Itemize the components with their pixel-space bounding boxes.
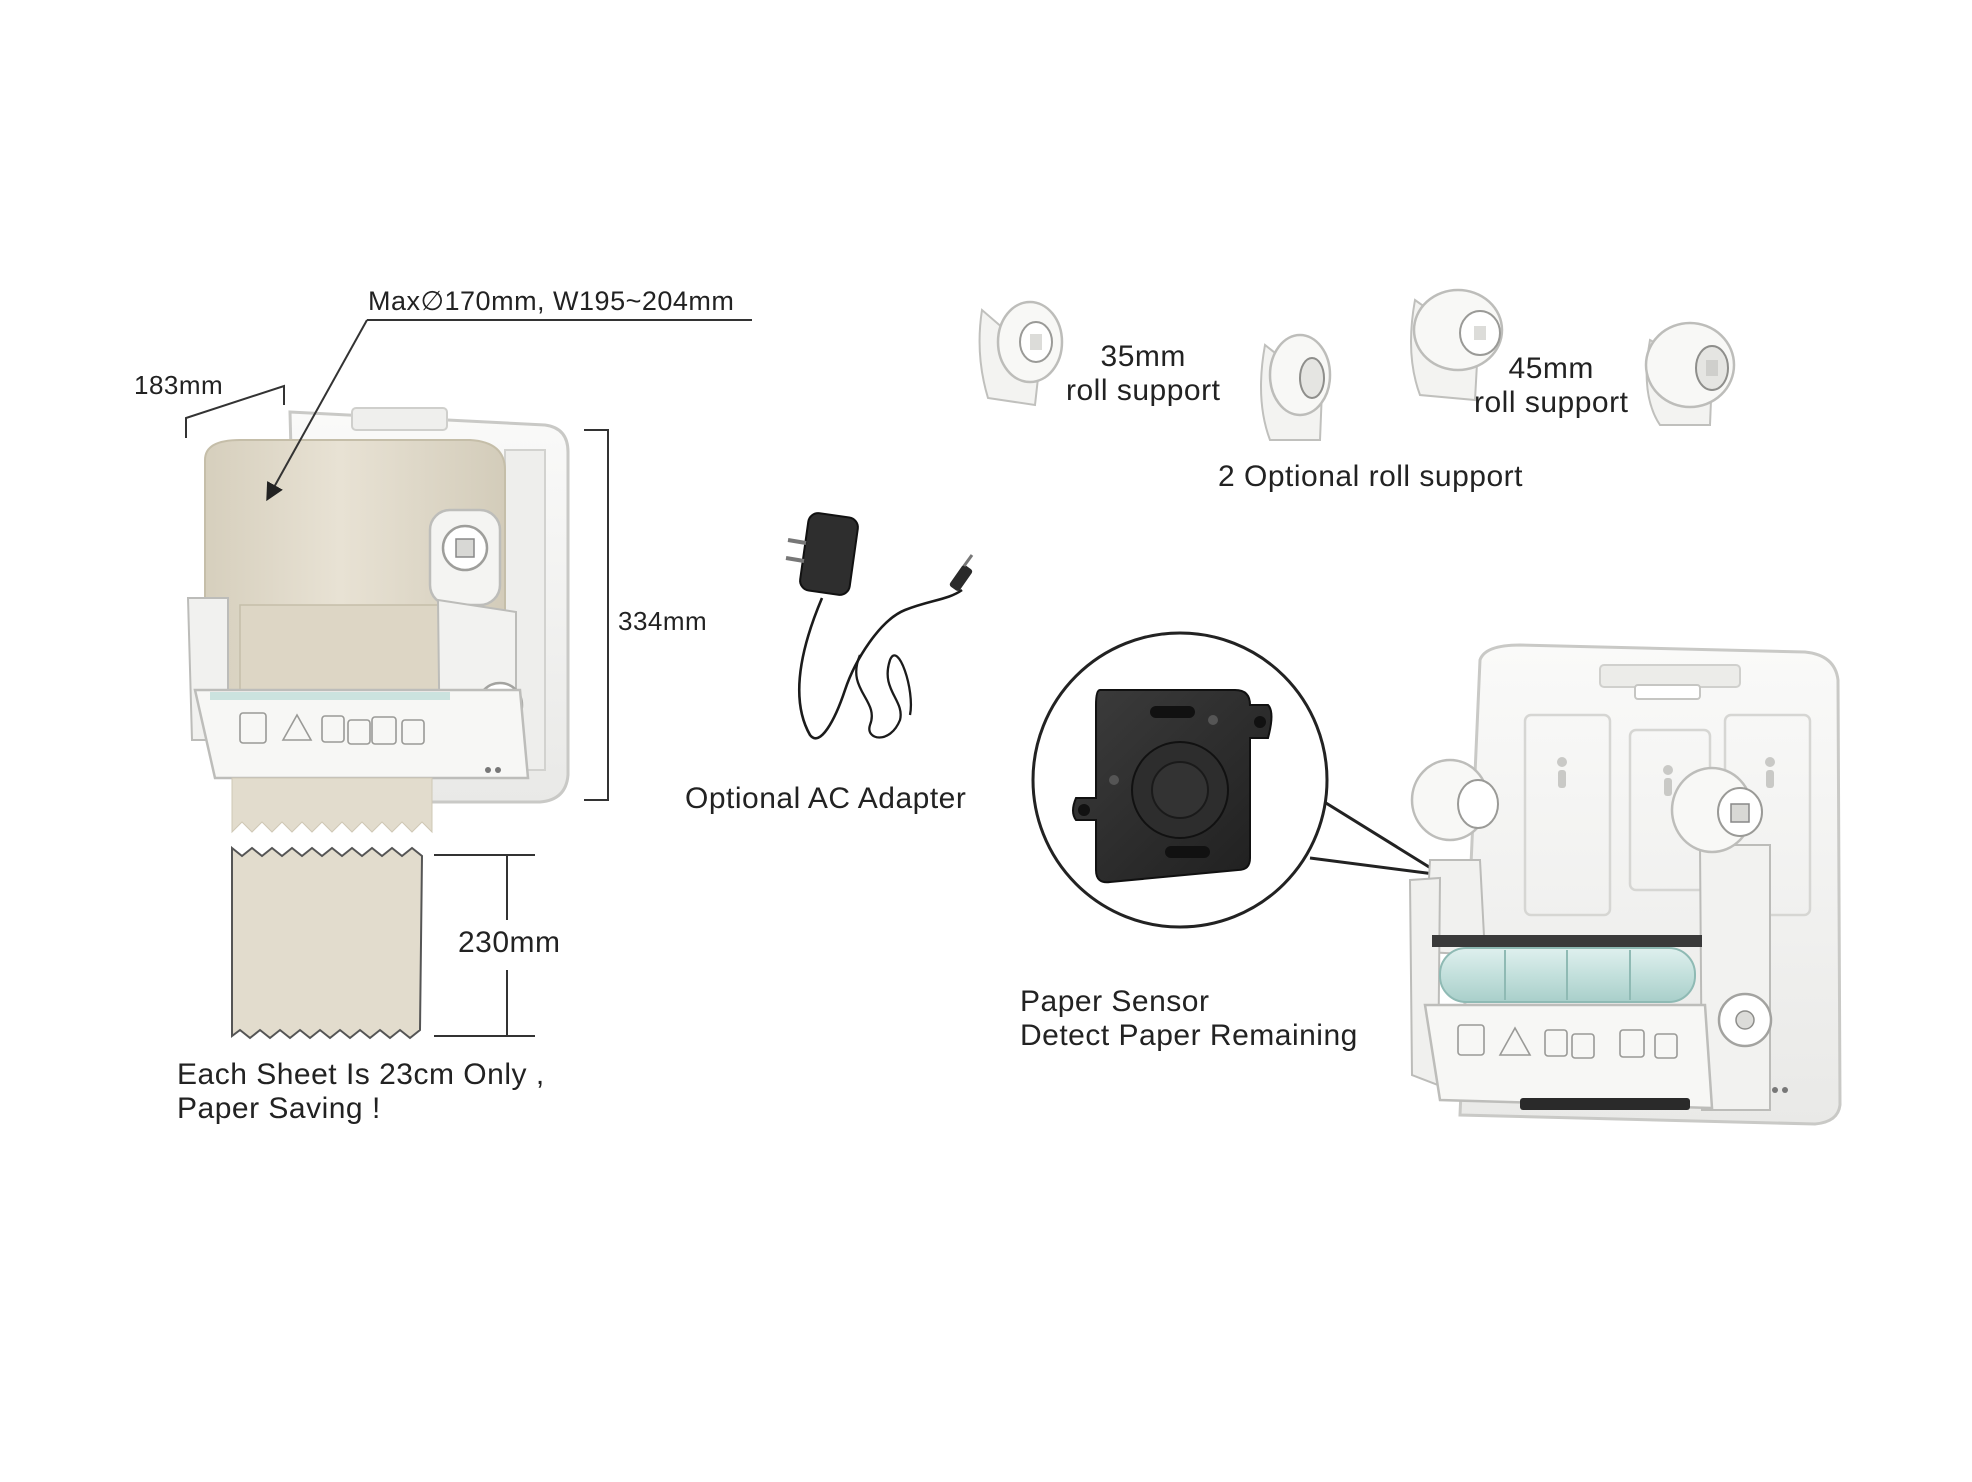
roll-spec-leader bbox=[266, 319, 752, 502]
sheet-caption: Each Sheet Is 23cm Only , Paper Saving ! bbox=[177, 1058, 545, 1126]
paper-sheet bbox=[231, 845, 424, 1040]
height-label: 334mm bbox=[618, 606, 708, 636]
roll-spec-label: Max∅170mm, W195~204mm bbox=[368, 286, 735, 316]
roll-support-45-left bbox=[1410, 288, 1504, 402]
ac-adapter-icon bbox=[785, 512, 974, 740]
dispenser-open bbox=[1408, 643, 1842, 1126]
sheet-length-dimension bbox=[434, 854, 535, 1037]
roll-support-45-label: 45mm roll support bbox=[1474, 352, 1628, 420]
ac-adapter-label: Optional AC Adapter bbox=[685, 782, 967, 815]
roll-support-35-text: roll support bbox=[1066, 374, 1221, 407]
sheet-length-label: 230mm bbox=[458, 926, 561, 959]
roll-support-45-size: 45mm bbox=[1508, 352, 1594, 385]
roll-support-35-size: 35mm bbox=[1100, 340, 1186, 373]
depth-dimension bbox=[185, 384, 285, 438]
sensor-caption-line2: Detect Paper Remaining bbox=[1020, 1019, 1358, 1052]
roll-support-35-right bbox=[1260, 333, 1332, 441]
sensor-caption: Paper Sensor Detect Paper Remaining bbox=[1020, 985, 1358, 1053]
dispenser-with-roll bbox=[186, 407, 570, 834]
sensor-caption-line1: Paper Sensor bbox=[1020, 985, 1210, 1018]
sheet-caption-line2: Paper Saving ! bbox=[177, 1092, 381, 1125]
depth-label: 183mm bbox=[134, 370, 224, 400]
roll-support-45-right bbox=[1644, 321, 1736, 426]
paper-sensor-icon bbox=[1072, 689, 1273, 884]
roll-support-caption: 2 Optional roll support bbox=[1218, 460, 1523, 493]
roll-support-45-text: roll support bbox=[1474, 386, 1629, 419]
sheet-caption-line1: Each Sheet Is 23cm Only , bbox=[177, 1058, 545, 1091]
height-dimension bbox=[584, 429, 609, 801]
roll-support-35-left bbox=[978, 300, 1064, 407]
roll-support-35-label: 35mm roll support bbox=[1066, 340, 1220, 408]
